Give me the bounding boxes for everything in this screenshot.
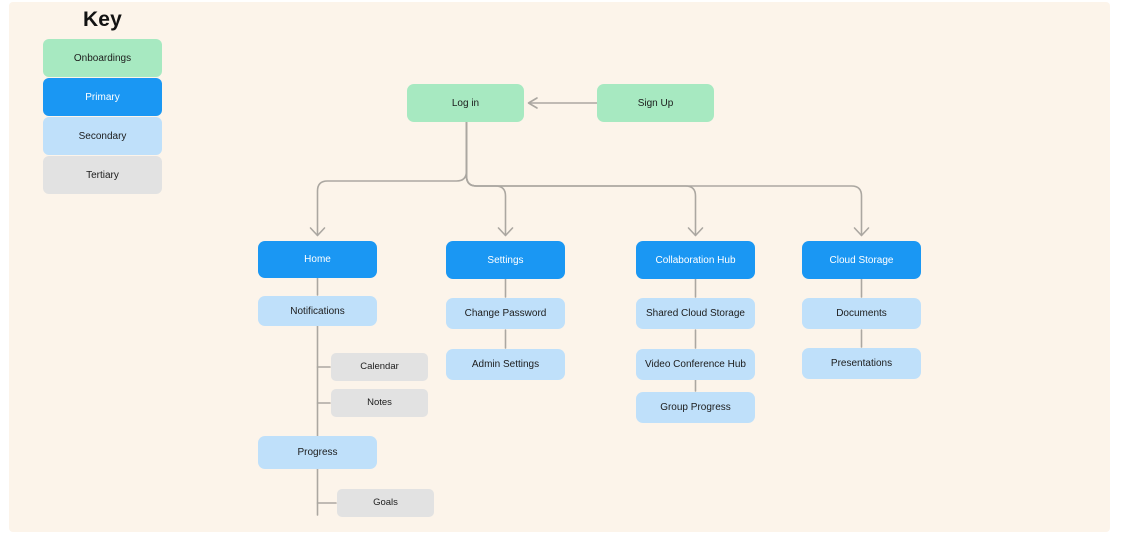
node-sign-up[interactable]: Sign Up: [597, 84, 714, 122]
legend-item-secondary[interactable]: Secondary: [43, 117, 162, 155]
node-shared-cloud-storage[interactable]: Shared Cloud Storage: [636, 298, 755, 329]
legend-item-primary[interactable]: Primary: [43, 78, 162, 116]
legend-title: Key: [82, 8, 123, 31]
node-goals[interactable]: Goals: [337, 489, 434, 517]
node-notifications[interactable]: Notifications: [258, 296, 377, 326]
node-admin-settings[interactable]: Admin Settings: [446, 349, 565, 380]
node-settings[interactable]: Settings: [446, 241, 565, 279]
legend-items: Onboardings Primary Secondary Tertiary: [43, 39, 162, 194]
node-home[interactable]: Home: [258, 241, 377, 278]
node-progress[interactable]: Progress: [258, 436, 377, 469]
legend-item-tertiary[interactable]: Tertiary: [43, 156, 162, 194]
node-presentations[interactable]: Presentations: [802, 348, 921, 379]
node-group-progress[interactable]: Group Progress: [636, 392, 755, 423]
node-log-in[interactable]: Log in: [407, 84, 524, 122]
node-collaboration-hub[interactable]: Collaboration Hub: [636, 241, 755, 279]
legend: Key Onboardings Primary Secondary Tertia…: [43, 8, 162, 194]
node-notes[interactable]: Notes: [331, 389, 428, 417]
node-documents[interactable]: Documents: [802, 298, 921, 329]
legend-item-onboardings[interactable]: Onboardings: [43, 39, 162, 77]
node-calendar[interactable]: Calendar: [331, 353, 428, 381]
node-cloud-storage[interactable]: Cloud Storage: [802, 241, 921, 279]
node-change-password[interactable]: Change Password: [446, 298, 565, 329]
node-video-conference-hub[interactable]: Video Conference Hub: [636, 349, 755, 380]
